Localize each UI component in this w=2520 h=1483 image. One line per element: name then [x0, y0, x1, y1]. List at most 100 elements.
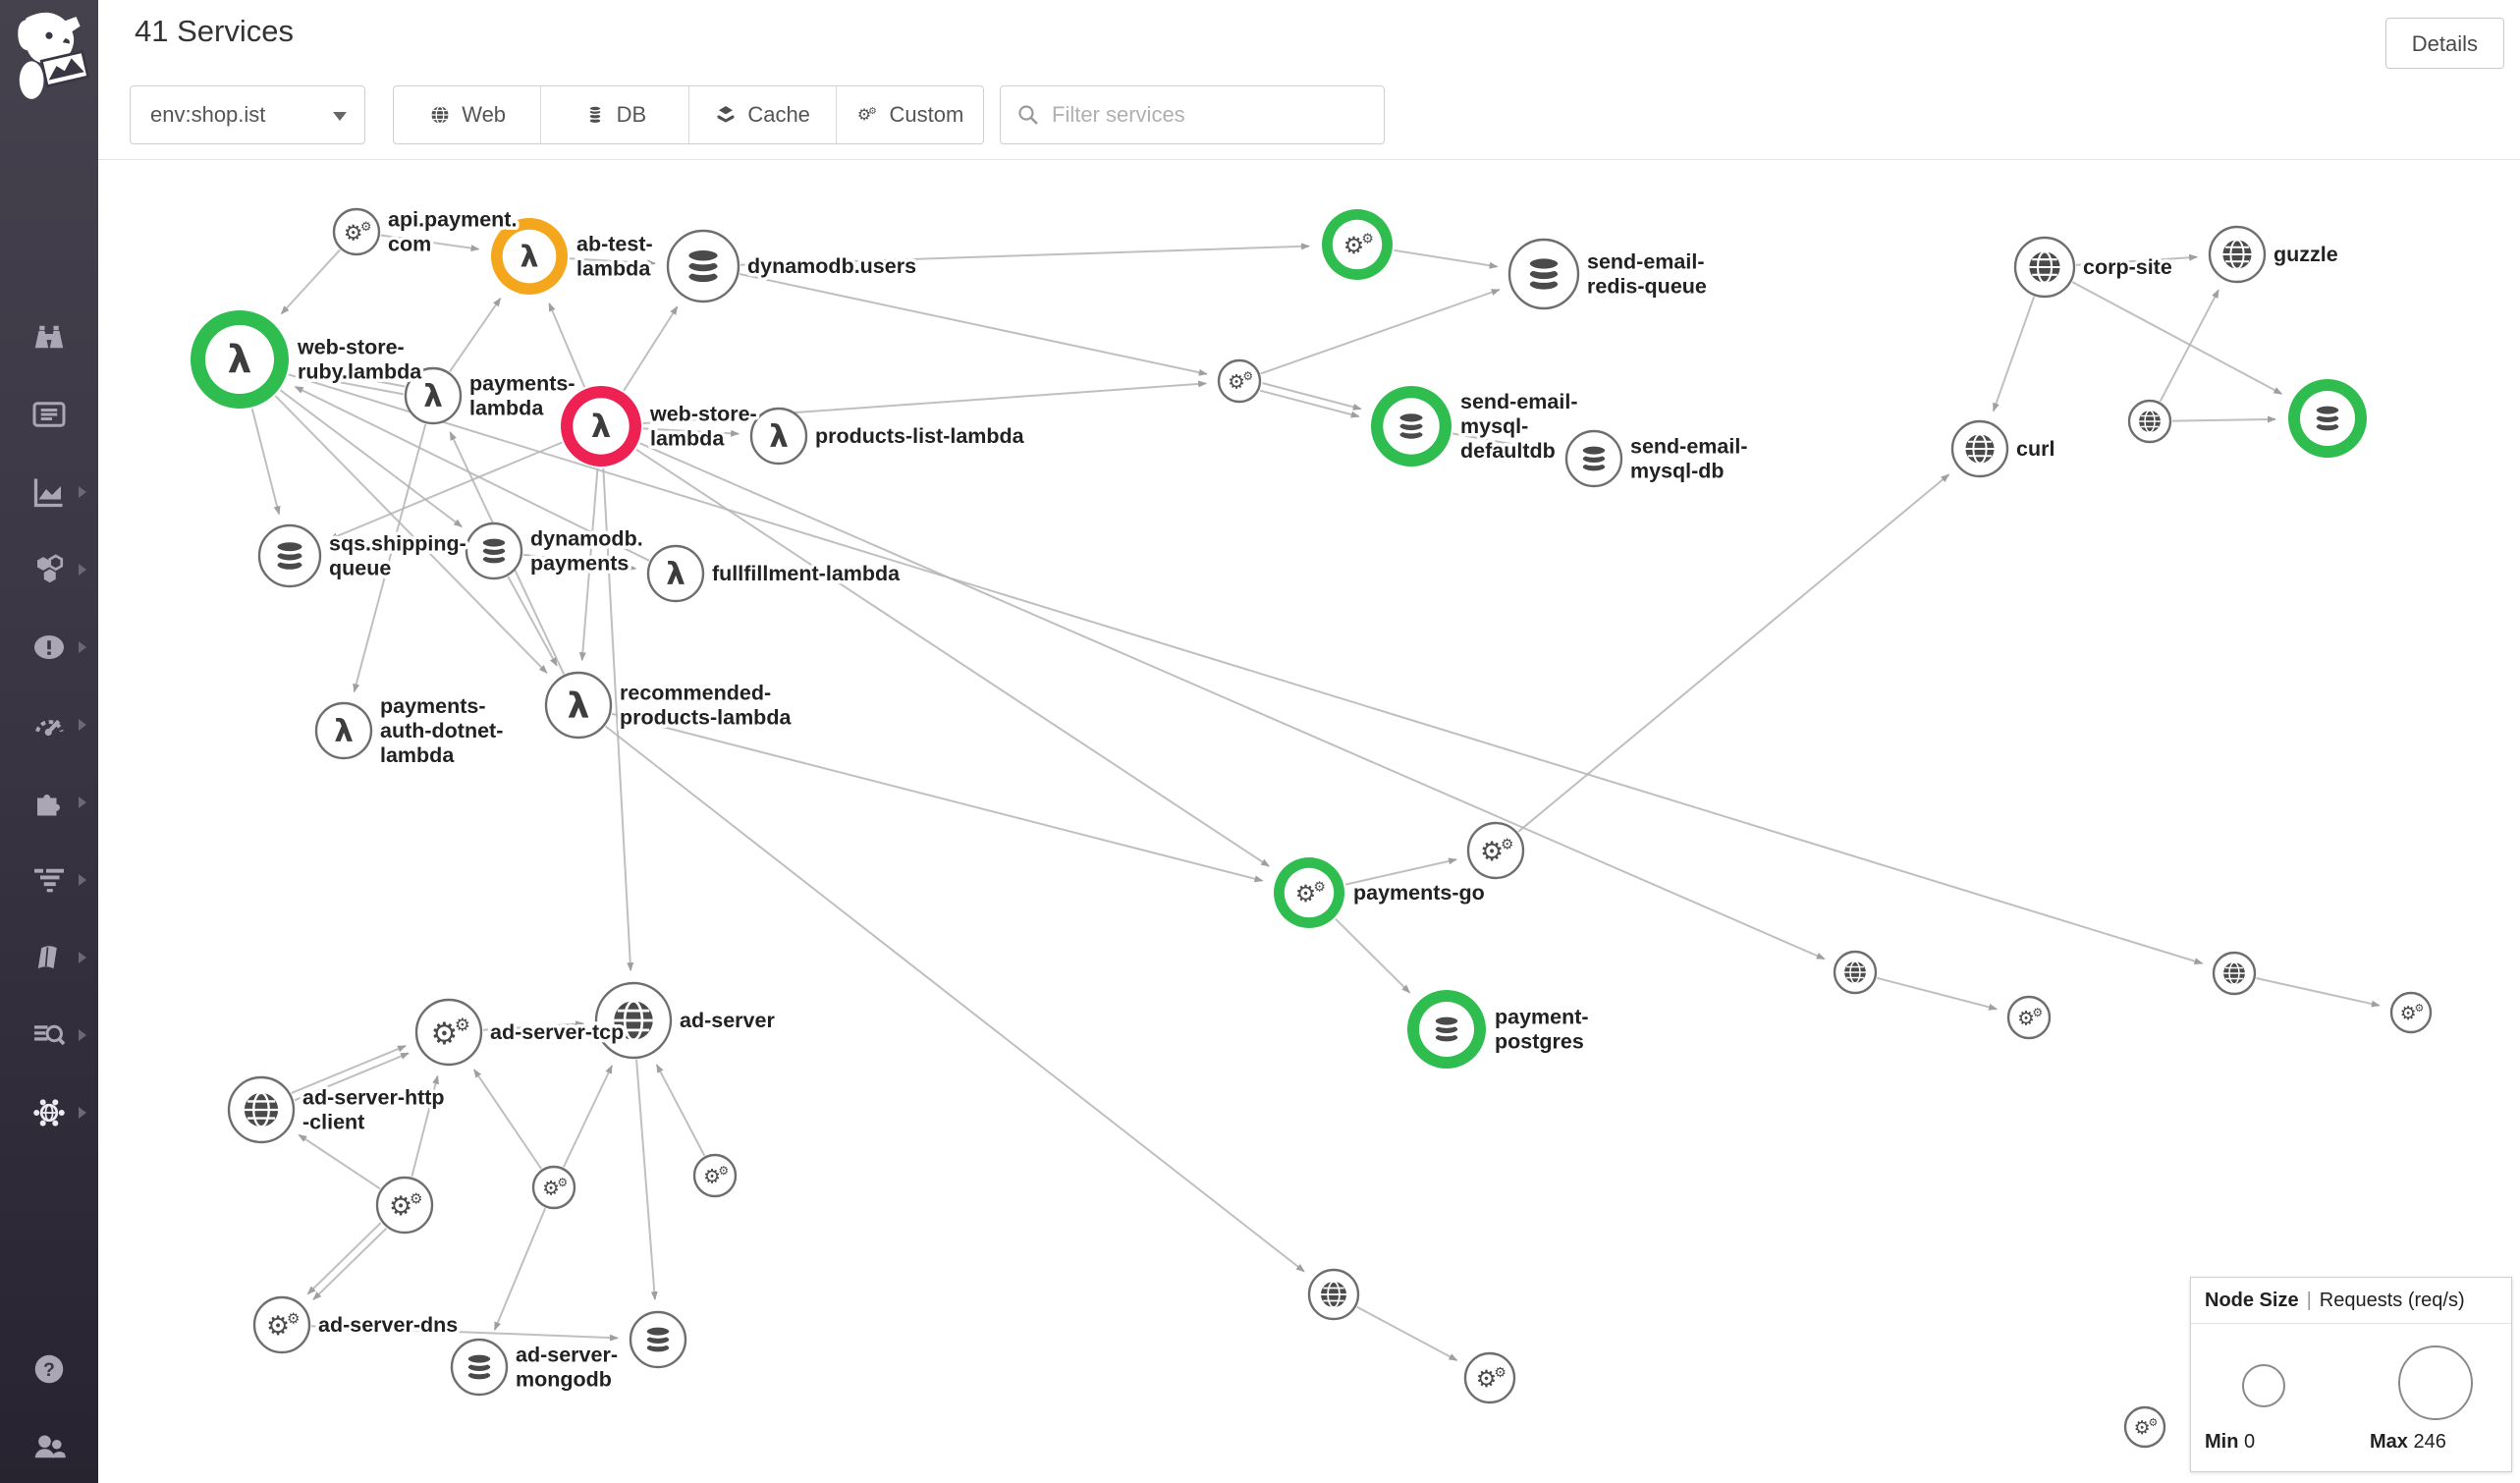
chevron-right-icon: [79, 796, 86, 808]
service-node-corp-site[interactable]: [2013, 236, 2076, 299]
service-label: dynamodb.: [530, 527, 643, 551]
service-node-ab-test-lambda[interactable]: λ: [491, 218, 568, 295]
service-node-send-email-redis-queue[interactable]: [1507, 238, 1580, 310]
service-node-ad-server-dns[interactable]: ⚙⚙: [252, 1295, 311, 1354]
service-label: send-email-: [1460, 390, 1577, 413]
node-size-legend: Node Size | Requests (req/s) Min 0 Max 2…: [2190, 1277, 2512, 1472]
service-label: api.payment.: [388, 208, 517, 232]
service-node-products-list-lambda[interactable]: λ: [749, 407, 808, 466]
filter-button-db[interactable]: DB: [541, 86, 689, 143]
service-node-send-email-mysql-db[interactable]: [1564, 429, 1623, 488]
service-node-ad-server[interactable]: [594, 981, 673, 1060]
users-icon: [34, 1435, 66, 1458]
service-node-gear-d[interactable]: ⚙⚙: [2389, 991, 2433, 1034]
chevron-right-icon: [79, 641, 86, 653]
filter-button-web[interactable]: Web: [394, 86, 542, 143]
service-edge: [411, 1074, 440, 1178]
svg-text:⚙: ⚙: [718, 1164, 729, 1178]
service-edge: [279, 389, 463, 528]
service-edge: [655, 1064, 706, 1157]
sidebar-item-service-map[interactable]: [0, 1082, 98, 1143]
sidebar-item-apm[interactable]: [0, 850, 98, 910]
details-button[interactable]: Details: [2384, 18, 2504, 69]
sidebar-item-integrations[interactable]: [0, 772, 98, 833]
service-node-gear-f[interactable]: ⚙⚙: [531, 1165, 576, 1210]
service-node-gear-h[interactable]: ⚙⚙: [1463, 1351, 1516, 1404]
service-node-db-a[interactable]: [629, 1310, 687, 1369]
service-edge: [380, 234, 480, 252]
sidebar-item-notebooks[interactable]: [0, 927, 98, 988]
notebook-icon: [37, 946, 57, 969]
service-node-dynamodb-users[interactable]: [666, 229, 740, 303]
service-node-globe-c[interactable]: [2212, 951, 2257, 996]
service-node-payment-postgres[interactable]: [1407, 990, 1486, 1069]
service-node-gear-e[interactable]: ⚙⚙: [375, 1176, 434, 1235]
service-node-ad-server-tcp[interactable]: ⚙⚙: [414, 998, 483, 1067]
line-chart-icon: [33, 478, 63, 508]
filter-button-custom[interactable]: ⚙⚙Custom: [837, 86, 983, 143]
service-node-gear-b[interactable]: ⚙⚙: [1466, 821, 1525, 880]
service-node-api-payment-com[interactable]: ⚙⚙: [332, 207, 381, 256]
service-label: web-store-: [297, 336, 405, 359]
service-node-ad-server-http-client[interactable]: [227, 1075, 296, 1144]
service-edge: [1356, 1305, 1458, 1361]
service-node-gear-a[interactable]: ⚙⚙: [1217, 358, 1262, 404]
service-node-globe-a[interactable]: [2127, 399, 2172, 444]
sidebar-item-monitors[interactable]: [0, 617, 98, 678]
sidebar-item-team[interactable]: [0, 1416, 98, 1477]
svg-text:⚙: ⚙: [857, 105, 871, 124]
service-node-payments-auth-dotnet-lambda[interactable]: λ: [314, 701, 373, 760]
sidebar-item-infrastructure[interactable]: [0, 539, 98, 600]
service-node-gear-i[interactable]: ⚙⚙: [2123, 1405, 2166, 1449]
service-node-sqs-shipping-queue[interactable]: [257, 523, 322, 588]
service-node-ad-server-mongodb[interactable]: [450, 1338, 509, 1397]
service-node-globe-d[interactable]: [1307, 1268, 1360, 1321]
service-label: fullfillment-lambda: [712, 562, 901, 585]
sidebar-item-dashboards[interactable]: [0, 462, 98, 522]
service-edge: [548, 302, 586, 388]
filter-button-label: DB: [616, 102, 647, 127]
service-node-fullfillment-lambda[interactable]: λ: [646, 544, 705, 603]
datadog-dog-logo-icon[interactable]: [8, 6, 90, 114]
chevron-right-icon: [79, 952, 86, 963]
service-node-payments-go[interactable]: ⚙⚙: [1274, 857, 1344, 928]
service-edge: [1992, 296, 2036, 412]
sidebar-item-watchdog[interactable]: [0, 306, 98, 367]
service-node-web-store-ruby-lambda[interactable]: λ: [191, 310, 289, 409]
service-node-payments-lambda[interactable]: λ: [404, 366, 463, 425]
sidebar-item-metrics[interactable]: [0, 694, 98, 755]
svg-text:λ: λ: [769, 419, 789, 455]
service-label: lambda: [469, 397, 544, 420]
svg-text:⚙: ⚙: [2134, 1417, 2151, 1439]
legend-metric: Requests (req/s): [2319, 1289, 2465, 1311]
service-node-guzzle[interactable]: [2208, 225, 2267, 284]
sidebar-item-events[interactable]: [0, 384, 98, 445]
service-edge: [472, 1069, 542, 1170]
service-node-gear-green[interactable]: ⚙⚙: [1322, 209, 1393, 280]
svg-text:⚙: ⚙: [2400, 1003, 2417, 1024]
svg-text:⚙: ⚙: [344, 221, 363, 246]
service-node-gear-g[interactable]: ⚙⚙: [692, 1153, 738, 1198]
service-node-web-store-lambda[interactable]: λ: [561, 386, 641, 467]
service-node-gear-c[interactable]: ⚙⚙: [2006, 995, 2052, 1040]
service-node-db-green[interactable]: [2288, 379, 2367, 458]
sidebar-item-logs[interactable]: [0, 1005, 98, 1066]
filter-button-cache[interactable]: Cache: [689, 86, 837, 143]
service-edge: [1260, 288, 1501, 375]
service-node-recommended-products-lambda[interactable]: λ: [544, 671, 613, 740]
search-input[interactable]: [1050, 101, 1348, 129]
page-title: 41 Services: [135, 14, 294, 48]
service-edge: [2159, 289, 2219, 403]
service-node-globe-b[interactable]: [1833, 950, 1878, 995]
service-node-dynamodb-payments[interactable]: [465, 522, 523, 580]
sidebar-item-help[interactable]: ?: [0, 1339, 98, 1400]
svg-text:⚙: ⚙: [1480, 837, 1504, 867]
service-node-send-email-mysql-defaultdb[interactable]: [1371, 386, 1452, 467]
service-node-curl[interactable]: [1950, 419, 2009, 478]
hexagons-icon: [37, 554, 64, 583]
legend-min-label: Min 0: [2205, 1431, 2256, 1453]
gear-icon: ⚙⚙: [857, 105, 877, 124]
service-label: ruby.lambda: [298, 360, 422, 384]
service-edge: [280, 248, 341, 315]
env-selector[interactable]: env:shop.ist: [130, 85, 365, 144]
